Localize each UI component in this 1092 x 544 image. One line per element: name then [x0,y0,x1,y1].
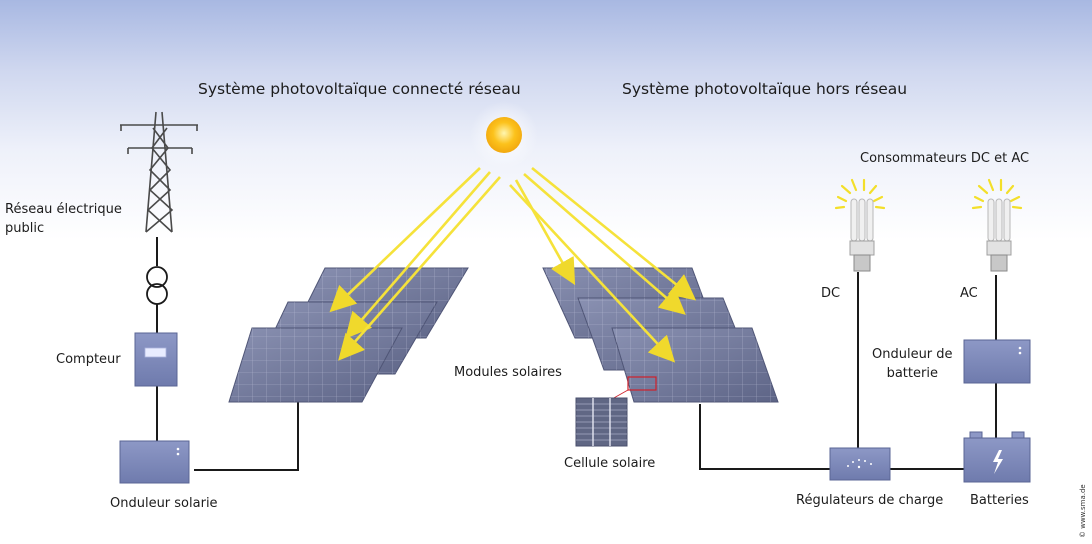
sun-rays [329,166,697,363]
public-grid-label-line1: Réseau électrique [5,202,122,217]
dc-label: DC [821,286,841,301]
grid-connected-title: Système photovoltaïque connecté réseau [198,80,521,98]
charge-controller-device-icon [829,447,891,481]
charge-controllers-label: Régulateurs de charge [796,493,944,508]
solar-modules-label: Modules solaires [454,365,562,380]
off-grid-title: Système photovoltaïque hors réseau [622,80,908,98]
left-solar-panel-array [228,267,469,403]
power-tower-icon [120,111,198,233]
transformer-icon [146,266,168,305]
dc-bulb-icon [834,178,886,272]
solar-cell-highlight [627,376,657,391]
battery-inverter-device-icon [963,339,1031,384]
consumers-label: Consommateurs DC et AC [860,151,1030,166]
solar-cell-label: Cellule solaire [564,456,656,471]
public-grid-label: Réseau électrique public [5,200,122,238]
battery-inverter-label: Onduleur de batterie [872,345,953,383]
right-solar-panel-front [611,327,779,403]
right-solar-panel-array [542,267,779,403]
meter-device-icon [134,332,178,387]
meter-label: Compteur [56,352,121,367]
battery-device-icon [963,431,1031,483]
solar-cell-icon [575,397,628,447]
sun-icon [470,101,538,169]
battery-inverter-label-line1: Onduleur de [872,347,953,362]
ac-label: AC [960,286,978,301]
public-grid-label-line2: public [5,221,45,236]
solar-inverter-label: Onduleur solarie [110,496,218,511]
wiring [156,237,997,471]
left-solar-panel-front [228,327,403,403]
ac-bulb-icon [971,178,1023,272]
copyright-text: © www.sma.de [1079,484,1087,538]
solar-inverter-device-icon [119,440,190,484]
batteries-label: Batteries [970,493,1029,508]
battery-inverter-label-line2: batterie [886,366,938,381]
